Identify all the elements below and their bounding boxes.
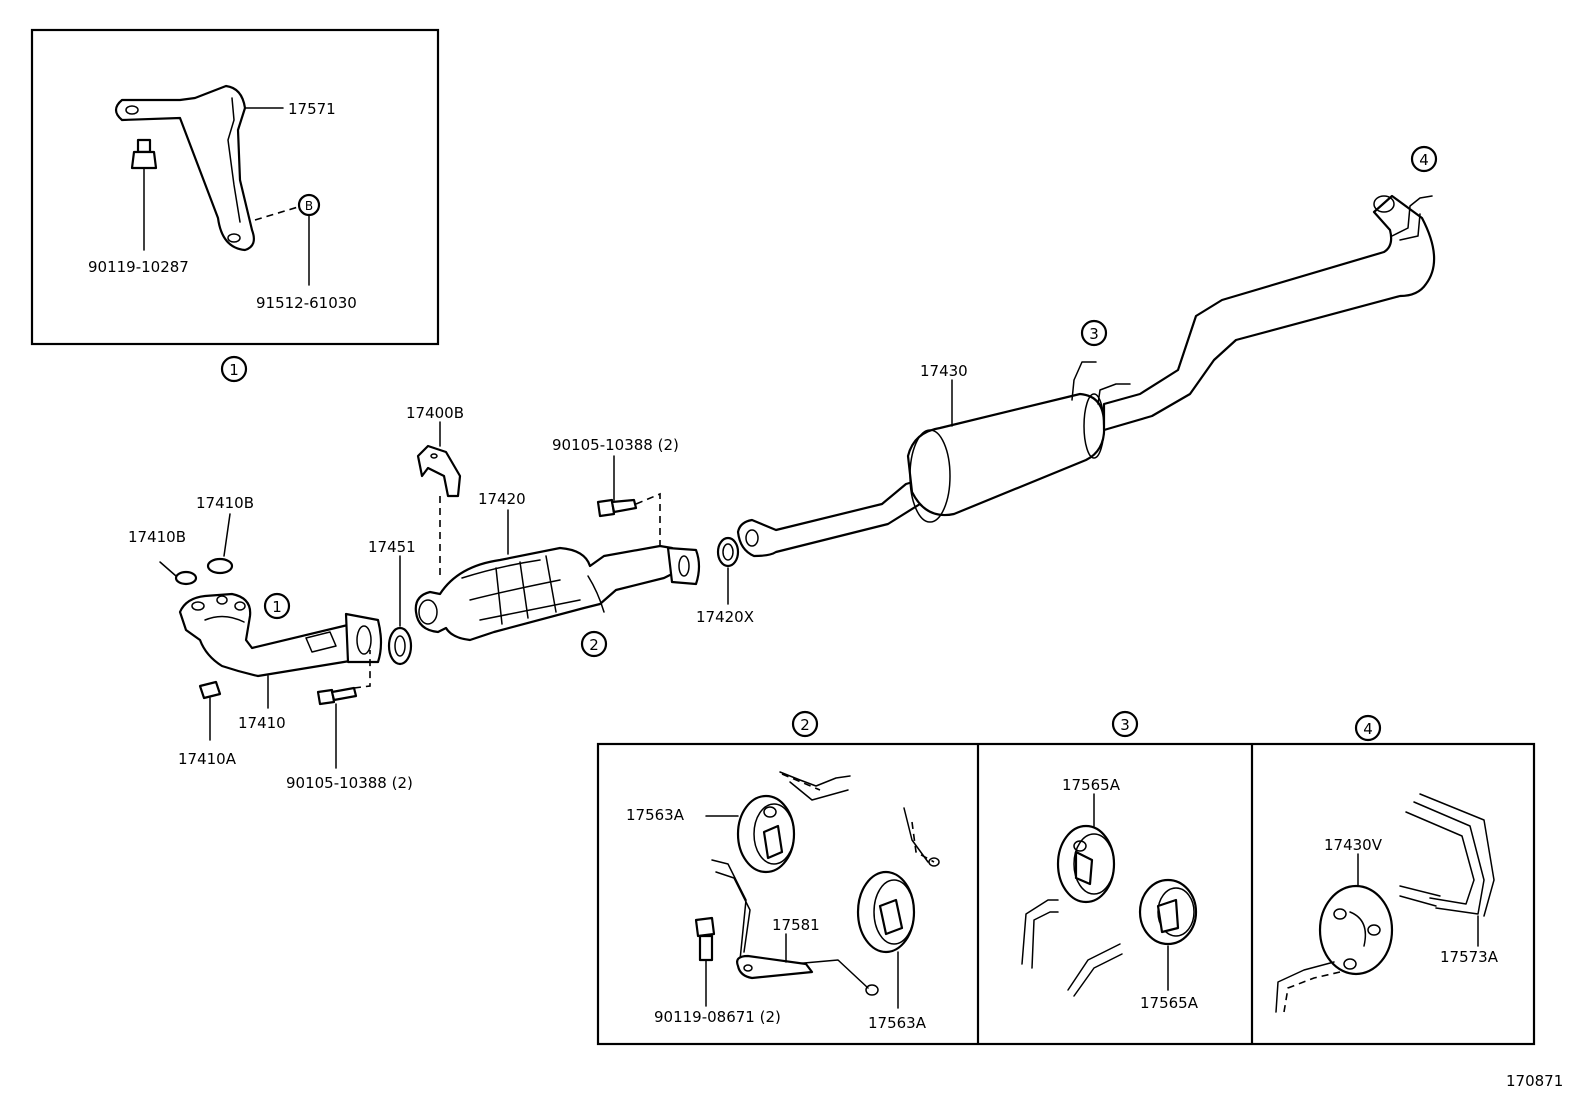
bolt-90105-10388-bottom: [316, 686, 358, 769]
nut-17410a: [198, 680, 222, 741]
label-90119-10287: 90119-10287: [88, 258, 189, 276]
hanger-17430v: [1318, 884, 1394, 976]
label-90119-08671: 90119-08671 (2): [654, 1008, 781, 1026]
callout-1-pipe-text: 1: [272, 598, 282, 616]
callout-3-box-text: 3: [1120, 716, 1130, 734]
inset-box-2-3-4: [596, 742, 1536, 1046]
muffler-17430: [736, 194, 1436, 558]
label-17400b: 17400B: [406, 404, 464, 422]
label-17565a-upper: 17565A: [1062, 776, 1121, 794]
bolt-90119-08671: [694, 916, 716, 1007]
callout-2-main-text: 2: [589, 636, 599, 654]
label-17451: 17451: [368, 538, 416, 556]
callout-circle-2-box: [791, 710, 819, 738]
gasket-17451: [387, 626, 413, 666]
bracket-17581: [711, 859, 879, 996]
callout-b-text: B: [305, 199, 313, 213]
hanger-17563a-upper: [736, 794, 796, 874]
front-pipe-17410: [178, 592, 383, 678]
hanger-17563a-lower: [856, 870, 916, 954]
callout-4-box-text: 4: [1363, 720, 1373, 738]
callout-circle-1-box: [220, 355, 248, 383]
label-17420: 17420: [478, 490, 526, 508]
label-17430v: 17430V: [1324, 836, 1383, 854]
label-90105-10388-top: 90105-10388 (2): [552, 436, 679, 454]
gasket-17410b-1: [174, 570, 198, 586]
callout-circle-2-main: [580, 630, 608, 658]
diagram-id: 170871: [1506, 1072, 1563, 1090]
bracket-17400b: [416, 444, 462, 498]
label-17420x: 17420X: [696, 608, 754, 626]
callout-circle-3-main: [1080, 319, 1108, 347]
bolt-90105-10388-top: [596, 455, 638, 518]
hanger-rod-17573a: [1399, 793, 1495, 917]
callout-2-box-text: 2: [800, 716, 810, 734]
label-17563a-lower: 17563A: [868, 1014, 927, 1032]
label-17410b-right: 17410B: [196, 494, 254, 512]
gasket-17420x: [716, 536, 740, 568]
label-17565a-lower: 17565A: [1140, 994, 1199, 1012]
label-17410: 17410: [238, 714, 286, 732]
callout-1-box-text: 1: [229, 361, 239, 379]
callout-3-main-text: 3: [1089, 325, 1099, 343]
gasket-17410b-2: [206, 557, 234, 575]
label-17571: 17571: [288, 100, 336, 118]
label-17410b-left: 17410B: [128, 528, 186, 546]
label-17410a: 17410A: [178, 750, 237, 768]
bolt-90119-10287: [130, 138, 158, 251]
converter-17420: [414, 544, 701, 642]
callout-circle-3-box: [1111, 710, 1139, 738]
callout-circle-4-box: [1354, 714, 1382, 742]
label-91512-61030: 91512-61030: [256, 294, 357, 312]
label-17573a: 17573A: [1440, 948, 1499, 966]
inset-box-1: [30, 28, 440, 346]
callout-4-main-text: 4: [1419, 151, 1429, 169]
label-17430: 17430: [920, 362, 968, 380]
callout-circle-1-pipe: [263, 592, 291, 620]
hanger-17565a-lower: [1138, 878, 1198, 946]
label-17563a-upper: 17563A: [626, 806, 685, 824]
label-90105-10388-bottom: 90105-10388 (2): [286, 774, 413, 792]
hanger-17565a-upper: [1056, 824, 1116, 904]
bracket-17571: [114, 84, 255, 252]
callout-circle-4-main: [1410, 145, 1438, 173]
label-17581: 17581: [772, 916, 820, 934]
